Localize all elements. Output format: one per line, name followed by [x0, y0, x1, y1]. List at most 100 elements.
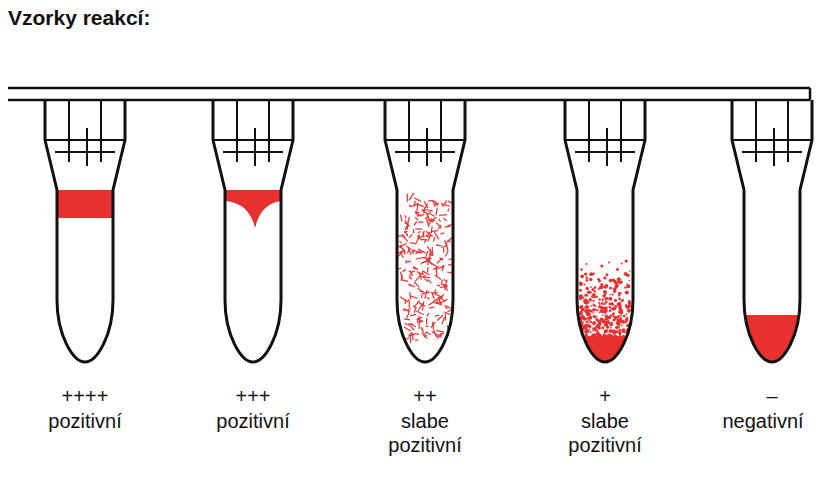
grain-dot — [609, 294, 611, 296]
grain-dot — [598, 288, 600, 290]
fiber-stroke — [426, 325, 429, 327]
fiber-stroke — [422, 272, 424, 275]
fiber-stroke — [420, 239, 426, 240]
grain-dot — [624, 332, 626, 334]
grade-caption: slabe pozitivní — [550, 409, 660, 457]
fiber-stroke — [435, 315, 439, 317]
grain-dot — [606, 325, 609, 328]
grain-dot — [593, 296, 595, 298]
grain-dot — [599, 298, 601, 300]
fiber-stroke — [400, 297, 407, 302]
grain-dot — [583, 300, 585, 302]
fiber-stroke — [432, 322, 434, 326]
grain-dot — [581, 305, 583, 307]
fiber-stroke — [409, 335, 411, 343]
grain-dot — [588, 317, 590, 319]
reaction-grade: – — [766, 384, 777, 408]
grain-dot — [589, 291, 592, 294]
grain-dot — [608, 297, 612, 301]
fiber-stroke — [413, 306, 415, 308]
grain-dot — [595, 306, 597, 308]
fiber-stroke — [414, 301, 420, 308]
fiber-stroke — [409, 274, 410, 277]
grain-dot — [625, 291, 629, 295]
fiber-stroke — [443, 218, 446, 221]
fiber-stroke — [437, 285, 440, 287]
fiber-stroke — [410, 335, 414, 336]
fiber-stroke — [445, 312, 450, 314]
grain-dot — [610, 327, 612, 329]
grain-dot — [597, 332, 601, 336]
grain-dot — [618, 297, 620, 299]
fiber-stroke — [435, 294, 443, 297]
fiber-stroke — [398, 268, 401, 270]
fiber-stroke — [409, 324, 415, 331]
fiber-stroke — [404, 231, 408, 236]
fiber-stroke — [435, 275, 441, 279]
fiber-stroke — [408, 249, 409, 254]
fiber-stroke — [431, 253, 433, 256]
grain-dot — [585, 328, 587, 330]
fiber-stroke — [441, 284, 448, 285]
fiber-stroke — [413, 229, 414, 233]
fiber-stroke — [412, 333, 414, 340]
fiber-stroke — [411, 324, 415, 327]
fiber-stroke — [412, 249, 414, 254]
grain-dot — [585, 295, 587, 297]
grain-dot — [609, 317, 611, 319]
grain-dot — [611, 307, 615, 311]
fiber-stroke — [445, 306, 448, 309]
grain-dot — [595, 329, 598, 332]
grain-dot — [628, 337, 631, 340]
grain-dot — [604, 315, 606, 317]
grain-dot — [625, 304, 627, 306]
fiber-stroke — [441, 280, 442, 284]
grain-dot — [584, 329, 588, 333]
grain-dot — [617, 316, 619, 318]
grain-dot — [584, 300, 588, 304]
grain-dot — [603, 290, 607, 294]
grain-dot — [626, 313, 628, 315]
fiber-stroke — [414, 333, 419, 334]
grain-dot — [579, 282, 581, 284]
fiber-stroke — [426, 232, 431, 237]
fiber-stroke — [403, 309, 407, 310]
grain-dot — [580, 274, 584, 278]
grain-dot — [618, 326, 620, 328]
grain-dot — [609, 287, 612, 290]
fiber-stroke — [401, 245, 402, 248]
grain-dot — [589, 278, 592, 281]
fiber-stroke — [437, 300, 438, 304]
fiber-stroke — [432, 332, 438, 336]
grain-dot — [586, 279, 589, 282]
fiber-stroke — [407, 261, 411, 262]
grain-dot — [586, 311, 589, 314]
grain-dot — [624, 286, 626, 288]
grain-dot — [584, 294, 587, 297]
fiber-stroke — [419, 315, 420, 322]
grain-dot — [626, 306, 630, 310]
plate-edge — [8, 87, 810, 90]
fiber-stroke — [428, 200, 433, 202]
fiber-stroke — [403, 309, 409, 312]
fiber-stroke — [421, 295, 422, 299]
fiber-stroke — [417, 272, 423, 275]
fiber-stroke — [439, 219, 441, 222]
grain-dot — [609, 309, 612, 312]
grain-dot — [619, 334, 621, 336]
fiber-stroke — [416, 235, 419, 243]
fiber-stroke — [429, 307, 435, 309]
grain-dot — [624, 272, 628, 276]
grain-dot — [599, 304, 601, 306]
grain-dot — [594, 290, 596, 292]
fiber-stroke — [410, 296, 417, 299]
fiber-stroke — [432, 230, 438, 232]
grain-dot — [603, 285, 607, 289]
grain-dot — [618, 318, 621, 321]
grain-dot — [620, 315, 622, 317]
fiber-stroke — [410, 204, 418, 207]
grain-dot — [594, 328, 596, 330]
grain-dot — [618, 329, 621, 332]
grade-caption: pozitivní — [198, 409, 308, 433]
fiber-stroke — [440, 299, 448, 303]
